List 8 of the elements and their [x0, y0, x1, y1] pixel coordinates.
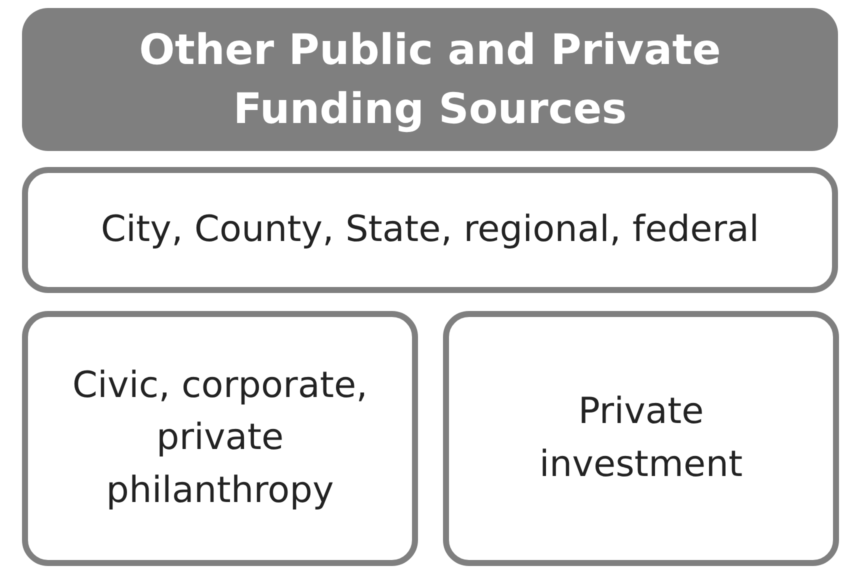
category-box [22, 167, 838, 293]
category-text: Private investment [538, 390, 744, 486]
category-box [22, 311, 418, 566]
category-text: Civic, corporate, private philanthropy [71, 364, 369, 513]
category-text: City, County, State, regional, federal [100, 208, 760, 252]
category-box [443, 311, 839, 566]
header-text: Other Public and Private Funding Sources [138, 24, 722, 134]
header-box [22, 8, 838, 151]
